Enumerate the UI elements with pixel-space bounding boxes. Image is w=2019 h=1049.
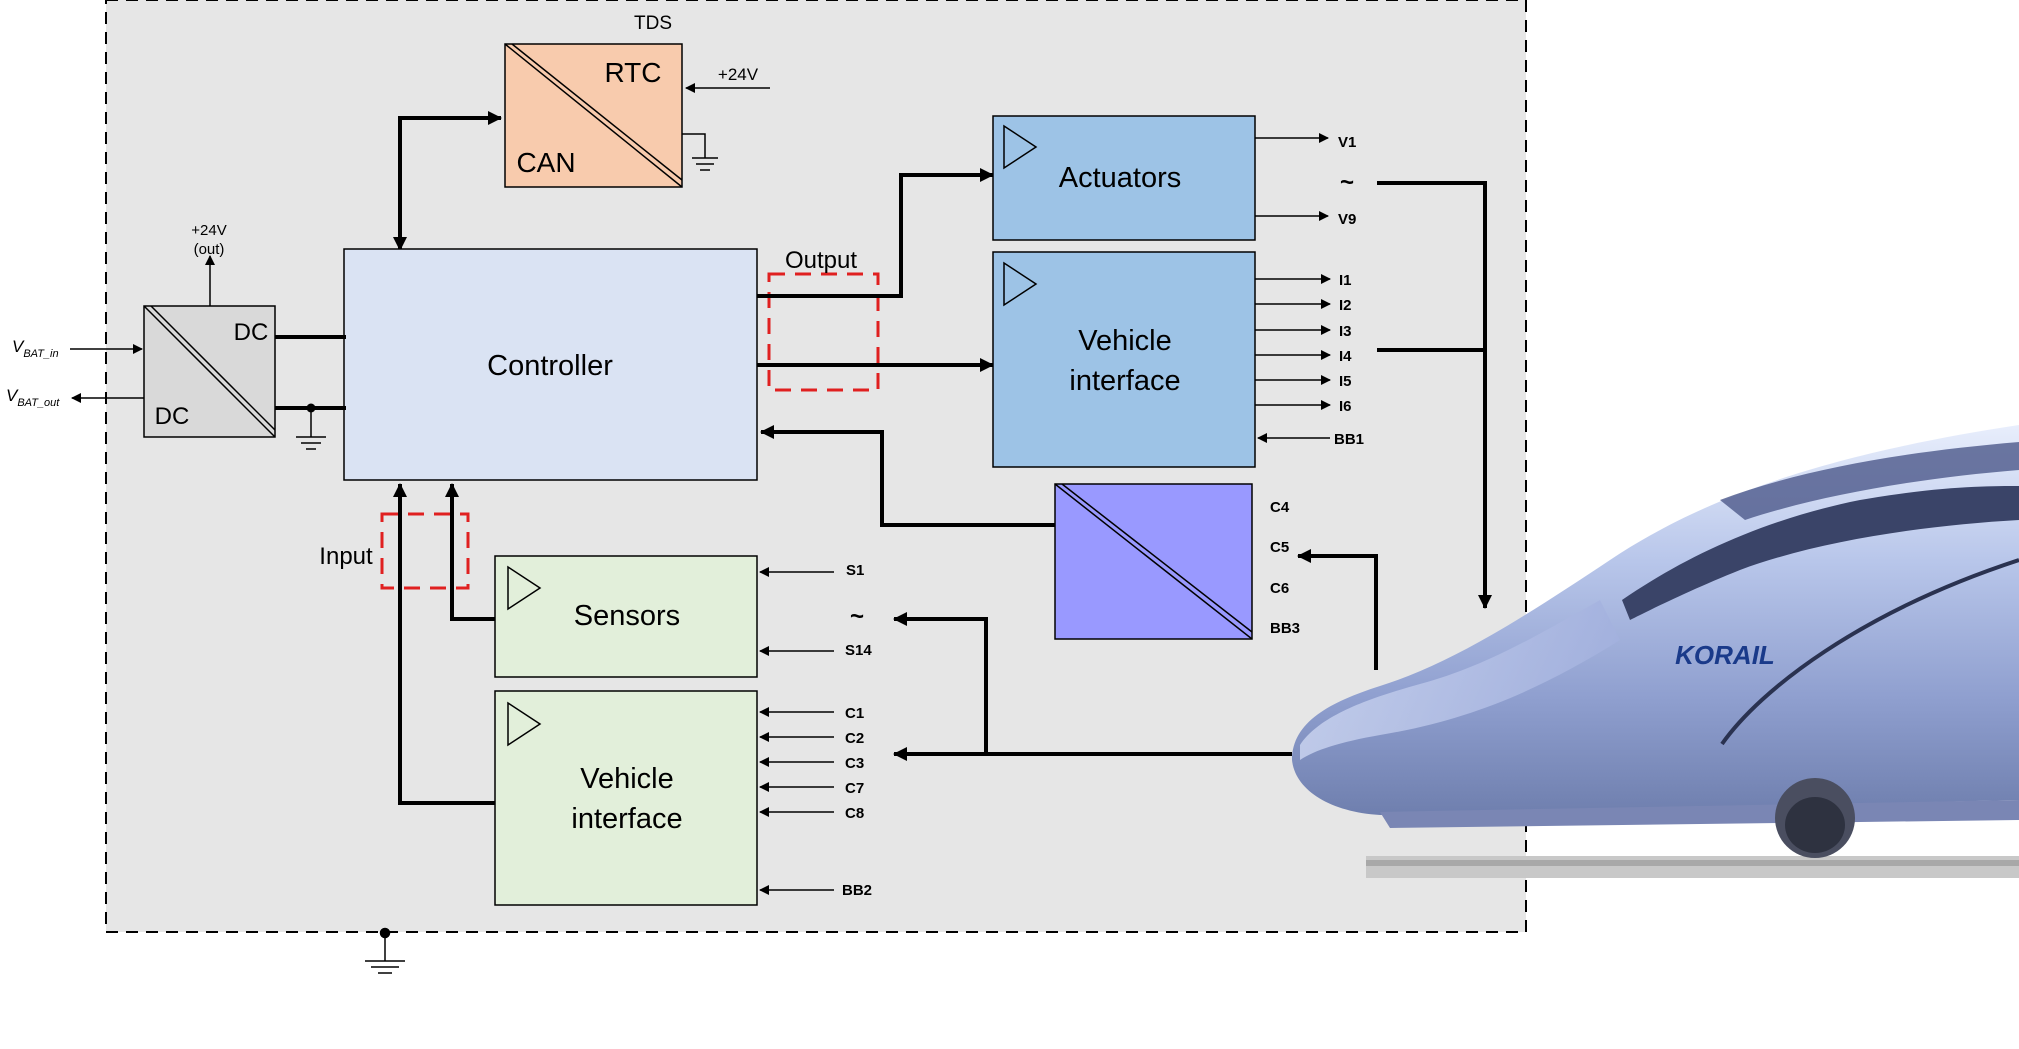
vehicle-in-signal-label: C3 xyxy=(845,755,864,772)
comm-signal-label: BB3 xyxy=(1270,620,1300,637)
vehicle-in-signal-label: C2 xyxy=(845,730,864,747)
vbat-out-label: VBAT_out xyxy=(6,386,60,409)
vehicle-interface-out-label-1: Vehicle xyxy=(1078,325,1172,357)
actuators-train-link xyxy=(1377,181,1492,609)
sensors-s14-label: S14 xyxy=(845,642,872,659)
vehicle-interface-in-box xyxy=(494,690,758,906)
controller-actuators-link xyxy=(757,168,994,298)
actuators-v9-label: V9 xyxy=(1338,211,1356,228)
train-image: KORAIL xyxy=(1292,425,2019,878)
vehicle-out-signal-label: I1 xyxy=(1339,272,1352,289)
vehicle-out-signal-label: I2 xyxy=(1339,297,1352,314)
vehicle-out-signal-label: I6 xyxy=(1339,398,1352,415)
actuators-amp-icon xyxy=(1003,124,1038,170)
dcdc-ground-icon xyxy=(296,408,326,450)
vbat-in-label: VBAT_in xyxy=(12,337,59,360)
vehicle-in-signal-label: C8 xyxy=(845,805,864,822)
rtc-label: RTC xyxy=(604,57,661,88)
actuators-tilde: ~ xyxy=(1340,169,1354,196)
sensors-controller-link xyxy=(445,483,495,621)
sensors-s1-label: S1 xyxy=(846,562,864,579)
vehicle-interface-in-amp-icon xyxy=(507,701,542,747)
vehicle-out-signal-label: I5 xyxy=(1339,373,1352,390)
train-logo: KORAIL xyxy=(1675,640,1775,670)
input-label: Input xyxy=(319,543,373,570)
output-highlight-box xyxy=(767,272,880,392)
vehicle-in-controller-link xyxy=(393,483,495,805)
vehicle-out-signal-label: I3 xyxy=(1339,323,1352,340)
controller-label: Controller xyxy=(487,350,613,382)
dcdc-converter: DC DC xyxy=(143,305,276,438)
vehicle-in-signal-label: C1 xyxy=(845,705,864,722)
bb2-label: BB2 xyxy=(842,882,872,899)
actuators-label: Actuators xyxy=(1059,162,1182,194)
vehicle-interface-out-label-2: interface xyxy=(1069,365,1180,397)
sensors-amp-icon xyxy=(507,565,542,611)
dcdc-output-label-2: (out) xyxy=(194,241,225,258)
sensors-box xyxy=(494,555,758,678)
vehicle-interface-out-box xyxy=(992,251,1256,468)
vehicle-in-signal-label: C7 xyxy=(845,780,864,797)
comm-signal-label: C6 xyxy=(1270,580,1289,597)
vehicle-interface-out-amp-icon xyxy=(1003,261,1038,307)
frame-ground-icon xyxy=(365,927,405,974)
sensors-label: Sensors xyxy=(574,600,680,632)
actuators-box xyxy=(992,115,1256,241)
rtc-ground-icon xyxy=(682,133,718,171)
rtc-can-converter: RTC CAN xyxy=(504,43,683,188)
train-c5-link xyxy=(1297,549,1378,670)
comm-signal-label: C4 xyxy=(1270,499,1290,516)
tds-frame xyxy=(105,0,1527,933)
vehicle-interface-in-label-1: Vehicle xyxy=(580,763,674,795)
comm-converter xyxy=(1054,483,1253,640)
rtc-supply-label: +24V xyxy=(718,65,759,84)
actuators-v1-label: V1 xyxy=(1338,134,1356,151)
dcdc-bottom-label: DC xyxy=(155,403,190,430)
bb1-label: BB1 xyxy=(1334,431,1364,448)
can-label: CAN xyxy=(516,147,575,178)
comm-controller-link xyxy=(760,425,1055,527)
output-label: Output xyxy=(785,247,857,274)
dcdc-output-label-1: +24V xyxy=(191,222,226,239)
dcdc-top-label: DC xyxy=(234,319,269,346)
tds-label: TDS xyxy=(634,13,672,34)
vehicle-interface-in-label-2: interface xyxy=(571,803,682,835)
comm-signal-label: C5 xyxy=(1270,539,1289,556)
train-sensors-link xyxy=(893,612,988,754)
controller-box xyxy=(343,248,758,481)
vehicle-out-signal-label: I4 xyxy=(1339,348,1352,365)
sensors-tilde: ~ xyxy=(850,603,864,630)
